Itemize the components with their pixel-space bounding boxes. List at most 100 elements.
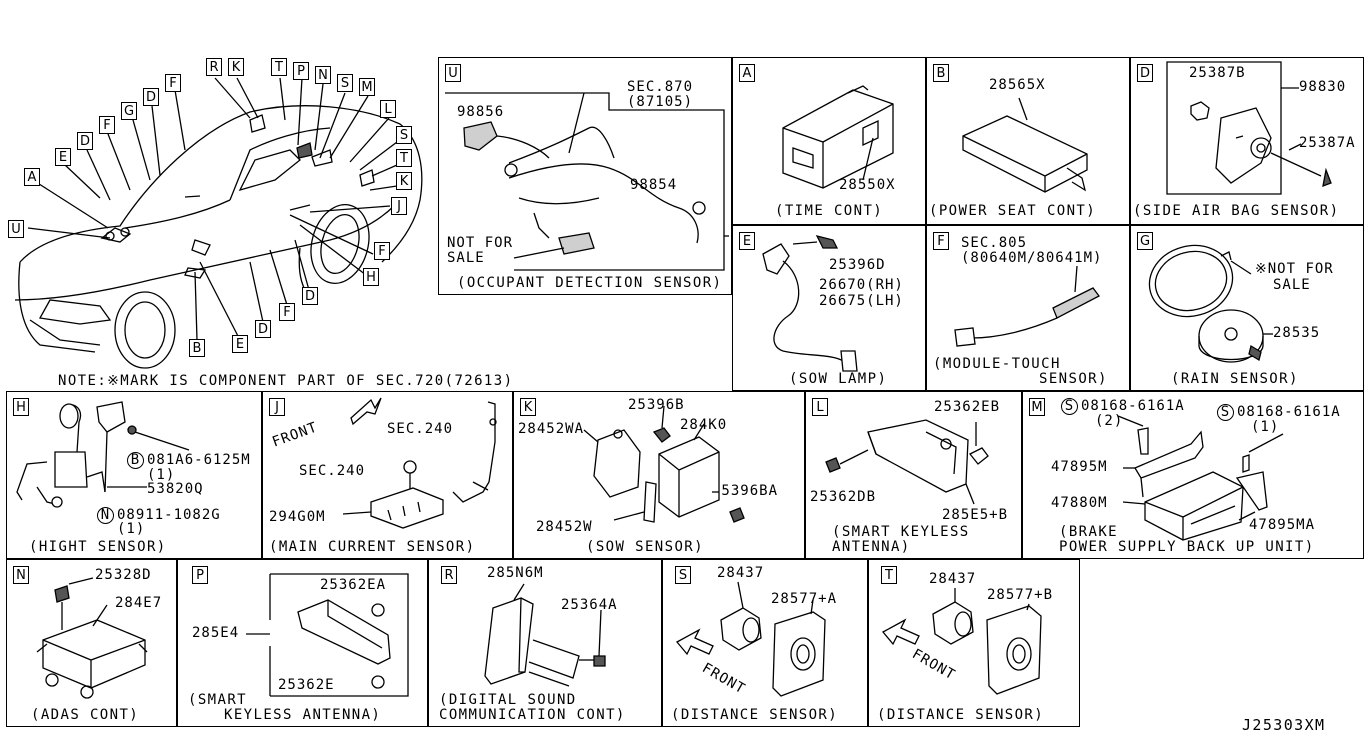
overview-tag-p[interactable]: P	[293, 62, 309, 80]
n-caption: (ADAS CONT)	[31, 707, 140, 723]
l-part-285e5b: 285E5+B	[942, 507, 1009, 523]
e-part-26675lh: 26675(LH)	[819, 293, 904, 309]
overview-tag-f[interactable]: F	[99, 116, 115, 134]
panel-smart-keyless-antenna-l: L 25362EB 25362DB 285E5+B (SMART KEYLESS…	[805, 391, 1022, 559]
panel-digital-sound-communication-cont: R 285N6M 25364A (DIGITAL SOUND COMMUNICA…	[428, 559, 662, 727]
m-part-47895m: 47895M	[1051, 459, 1108, 475]
overview-tag-f[interactable]: F	[374, 242, 390, 260]
panel-distance-sensor-t: T 28437 28577+B FRONT (DISTANCE SENSOR)	[868, 559, 1080, 727]
h-bolt-08911: 08911-1082G	[117, 507, 221, 523]
u-sale: SALE	[447, 250, 485, 266]
h-qty-1b: (1)	[117, 521, 146, 537]
panel-sow-lamp: E 25396D 26670(RH) 26675(LH) (SOW LAMP)	[732, 225, 926, 391]
overview-tag-d[interactable]: D	[77, 132, 93, 150]
panel-tag-h[interactable]: H	[13, 398, 29, 416]
panel-tag-g[interactable]: G	[1137, 232, 1153, 250]
panel-module-touch-sensor: F SEC.805 (80640M/80641M) (MODULE-TOUCH …	[926, 225, 1130, 391]
panel-tag-s[interactable]: S	[675, 566, 691, 584]
t-part-28437: 28437	[929, 571, 977, 587]
diagram-id: J25303XM	[1242, 716, 1326, 734]
panel-tag-m[interactable]: M	[1029, 398, 1045, 416]
overview-tag-f[interactable]: F	[279, 303, 295, 321]
j-caption: (MAIN CURRENT SENSOR)	[269, 539, 476, 555]
panel-tag-f[interactable]: F	[933, 232, 949, 250]
panel-tag-k[interactable]: K	[520, 398, 536, 416]
r-caption-2: COMMUNICATION CONT)	[439, 707, 626, 723]
panel-tag-a[interactable]: A	[739, 64, 755, 82]
panel-tag-j[interactable]: J	[269, 398, 285, 416]
m-bolt-b-qty: (1)	[1251, 419, 1280, 435]
overview-tag-s[interactable]: S	[337, 74, 353, 92]
panel-tag-p[interactable]: P	[192, 566, 208, 584]
h-circle-n: N	[97, 507, 114, 524]
panel-tag-l[interactable]: L	[812, 398, 828, 416]
panel-main-current-sensor: J FRONT SEC.240 SEC.240 294G0M (MAIN CUR…	[262, 391, 513, 559]
m-bolt-a-number: 08168-6161A	[1081, 398, 1185, 414]
overview-tag-l[interactable]: L	[380, 100, 396, 118]
overview-tag-b[interactable]: B	[189, 339, 205, 357]
overview-tag-t[interactable]: T	[271, 58, 287, 76]
u-caption: (OCCUPANT DETECTION SENSOR)	[457, 275, 723, 291]
power-seat-cont-unit	[962, 97, 1088, 193]
f-caption-2: SENSOR)	[1039, 371, 1108, 387]
overview-tag-a[interactable]: A	[24, 168, 40, 186]
overview-tag-e[interactable]: E	[232, 335, 248, 353]
overview-tag-d[interactable]: D	[255, 320, 271, 338]
l-caption-2: ANTENNA)	[832, 539, 911, 555]
overview-tag-f[interactable]: F	[165, 74, 181, 92]
panel-tag-e[interactable]: E	[739, 232, 755, 250]
time-cont-unit	[782, 85, 894, 189]
k-part-25396b: 25396B	[628, 397, 685, 413]
panel-tag-b[interactable]: B	[933, 64, 949, 82]
overview-tag-h[interactable]: H	[363, 268, 379, 286]
panel-distance-sensor-s: S 28437 28577+A FRONT (DISTANCE SENSOR)	[662, 559, 868, 727]
m-bolt-a-qty: (2)	[1095, 413, 1124, 429]
overview-note: NOTE:※MARK IS COMPONENT PART OF SEC.720(…	[58, 373, 514, 389]
overview-tag-t[interactable]: T	[396, 149, 412, 167]
k-part-28452w: 28452W	[536, 519, 593, 535]
overview-tag-d[interactable]: D	[302, 287, 318, 305]
overview-tag-g[interactable]: G	[121, 102, 137, 120]
panel-tag-n[interactable]: N	[13, 566, 29, 584]
overview-tag-k[interactable]: K	[228, 58, 244, 76]
d-part-25387b: 25387B	[1189, 65, 1246, 81]
g-caption: (RAIN SENSOR)	[1171, 371, 1299, 387]
g-sale: SALE	[1273, 277, 1311, 293]
g-not-for-sale: ※NOT FOR	[1255, 261, 1334, 277]
s-caption: (DISTANCE SENSOR)	[671, 707, 839, 723]
hight-sensor-part	[16, 401, 190, 508]
panel-power-seat-cont: B 28565X (POWER SEAT CONT)	[926, 57, 1130, 225]
overview-tag-u[interactable]: U	[8, 220, 24, 238]
g-part-28535: 28535	[1273, 325, 1321, 341]
overview-tag-e[interactable]: E	[55, 148, 71, 166]
t-part-28577b: 28577+B	[987, 587, 1054, 603]
overview-tag-m[interactable]: M	[359, 78, 375, 96]
p-part-25362ea: 25362EA	[320, 577, 387, 593]
panel-tag-r[interactable]: R	[441, 566, 457, 584]
overview-tag-s[interactable]: S	[396, 126, 412, 144]
smart-keyless-antenna-part	[825, 419, 989, 505]
overview-tag-j[interactable]: J	[391, 197, 407, 215]
p-part-25362e: 25362E	[278, 677, 335, 693]
rain-sensor-part	[1148, 244, 1273, 363]
m-part-47895ma: 47895MA	[1249, 517, 1316, 533]
smart-keyless-antenna-p-part	[246, 573, 409, 697]
overview-tag-k[interactable]: K	[396, 172, 412, 190]
k-caption: (SOW SENSOR)	[586, 539, 704, 555]
panel-time-cont: A 28550X (TIME CONT)	[732, 57, 926, 225]
panel-tag-u[interactable]: U	[445, 64, 461, 82]
l-part-25362eb: 25362EB	[934, 399, 1001, 415]
m-circle-s-b: S	[1217, 404, 1234, 421]
overview-tag-r[interactable]: R	[206, 58, 222, 76]
overview-tag-d[interactable]: D	[143, 88, 159, 106]
overview-tag-n[interactable]: N	[315, 66, 331, 84]
panel-tag-t[interactable]: T	[881, 566, 897, 584]
k-part-25396ba: 25396BA	[712, 483, 779, 499]
panel-tag-d[interactable]: D	[1137, 64, 1153, 82]
distance-sensor-s-part	[675, 581, 826, 697]
panel-rain-sensor: G ※NOT FOR SALE 28535 (RAIN SENSOR)	[1130, 225, 1364, 391]
u-part-98856: 98856	[457, 104, 505, 120]
